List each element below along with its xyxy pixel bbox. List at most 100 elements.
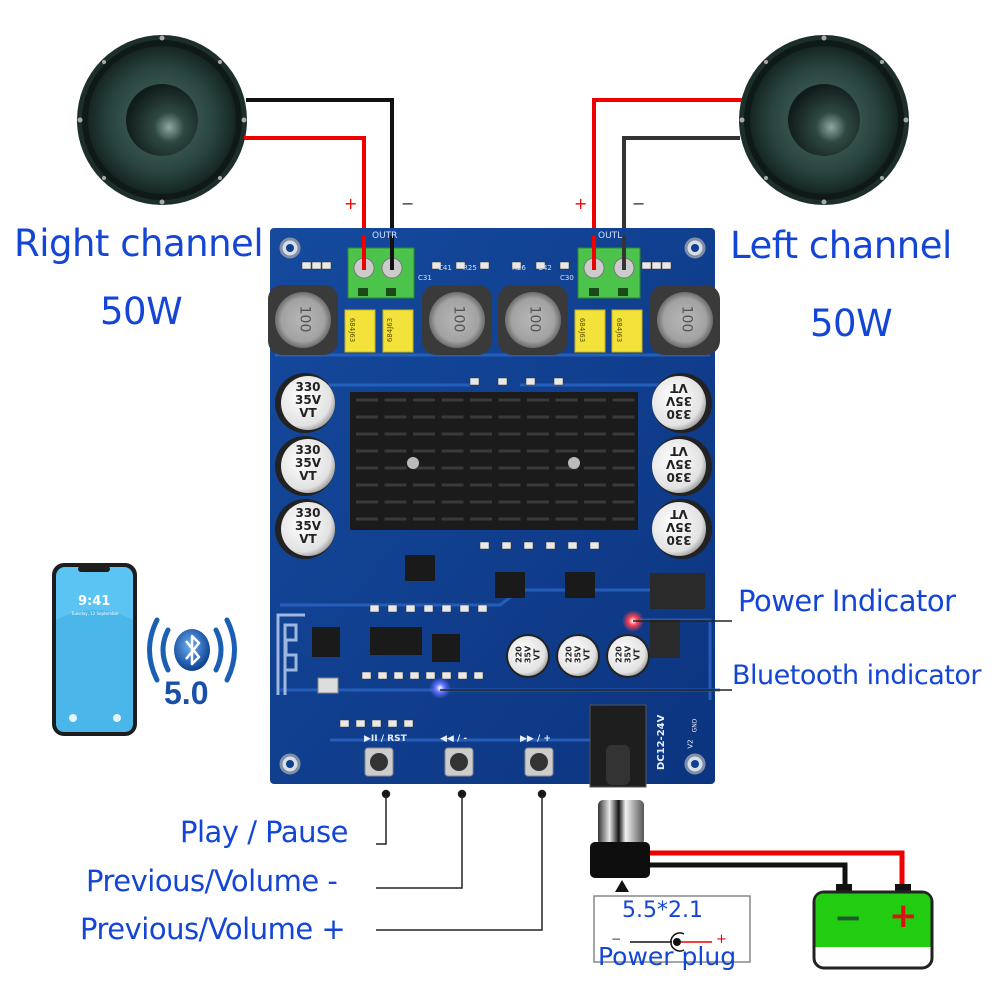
film-capacitors [344,309,643,353]
cap-voltage: 35V [295,393,321,407]
cap-voltage: 35V [666,457,692,471]
outr-label: OUTR [372,231,398,241]
smd-component [455,261,466,270]
smd-component [559,261,570,270]
smd-component [479,541,490,550]
cap-series: VT [532,648,542,661]
cap-voltage: 35V [295,519,321,533]
smd-label-c41: C41 [438,264,452,272]
cap-value: 330 [295,506,321,520]
smd-component [355,719,366,728]
plug-polarity-symbol [630,932,712,952]
battery-minus-sign: − [834,898,863,938]
bluetooth-led [429,677,451,699]
version-label: V2 [686,739,695,749]
power-indicator-label: Power Indicator [738,584,956,618]
smd-component [301,261,312,270]
right-channel-label: Right channel [14,222,264,265]
cap-voltage: 35V [573,645,583,664]
smd-component [369,604,380,613]
smd-component [479,261,490,270]
cap-series: VT [299,532,317,546]
volume-up-label: Previous/Volume + [80,912,346,946]
smd-component [567,541,578,550]
bluetooth-indicator-label: Bluetooth indicator [732,660,982,691]
right-speaker-wires [244,98,394,268]
dc-jack [589,704,647,788]
heatsink [350,392,638,530]
capacitors-220uf [506,634,650,678]
smd-component [525,377,536,386]
inductor-marking: 100 [678,305,695,333]
smd-component [423,604,434,613]
left-speaker-wires [592,98,742,268]
smd-component [473,671,484,680]
smd-component [459,604,470,613]
smd-component [441,671,452,680]
smd-component [425,671,436,680]
inductor-marking: 100 [296,305,313,333]
smd-component [387,604,398,613]
smd-component [321,261,332,270]
smartphone [52,563,137,736]
right-speaker-plus-sign: + [344,194,358,213]
smd-component [545,541,556,550]
film-cap-marking: 684J63 [386,317,395,343]
phone-date: Tuesday, 12 September [71,611,119,616]
dc-voltage-label: DC12-24V [656,714,667,770]
smd-component [477,604,488,613]
smd-component [661,261,672,270]
cap-series: VT [670,507,688,521]
cap-voltage: 35V [666,520,692,534]
plug-label: Power plug [598,942,737,971]
cap-value: 330 [295,443,321,457]
button-silk-next-plus: ▶▶ / + [520,734,551,744]
battery [812,884,934,970]
bluetooth-icon [147,617,237,683]
cap-value: 220 [564,646,574,663]
battery-wires [650,850,905,888]
smd-label-r25: R25 [463,264,477,272]
film-cap-marking: 684J63 [615,317,624,343]
right-speaker-minus-sign: − [401,194,415,213]
cap-value: 330 [666,407,692,421]
terminal-block-right [347,247,415,299]
smd-component [511,261,522,270]
smd-component [339,719,350,728]
smd-component [523,541,534,550]
cap-series: VT [632,648,642,661]
film-cap-marking: 684J63 [578,317,587,343]
film-cap-marking: 684J63 [348,317,357,343]
cap-voltage: 35V [623,645,633,664]
smd-component [409,671,420,680]
cap-voltage: 35V [295,456,321,470]
smd-component [361,671,372,680]
battery-plus-sign: + [889,896,918,936]
left-channel-power: 50W [810,302,893,345]
cap-series: VT [670,444,688,458]
phone-time: 9:41 [78,594,111,609]
inductor-marking: 100 [450,305,467,333]
plug-plus-sign: + [716,932,727,947]
play-pause-label: Play / Pause [180,815,348,849]
terminal-block-left [577,247,641,299]
smd-component [501,541,512,550]
plug-size-label: 5.5*2.1 [622,898,703,923]
smd-component [311,261,322,270]
bluetooth-antenna [276,613,305,695]
cap-value: 220 [514,646,524,663]
ic-chips [312,555,705,662]
smd-component [403,719,414,728]
smd-component [651,261,662,270]
smd-component [431,261,442,270]
smd-component [387,719,398,728]
smd-component [535,261,546,270]
plug-spec-box [593,895,751,963]
left-speaker-plus-sign: + [574,194,588,213]
